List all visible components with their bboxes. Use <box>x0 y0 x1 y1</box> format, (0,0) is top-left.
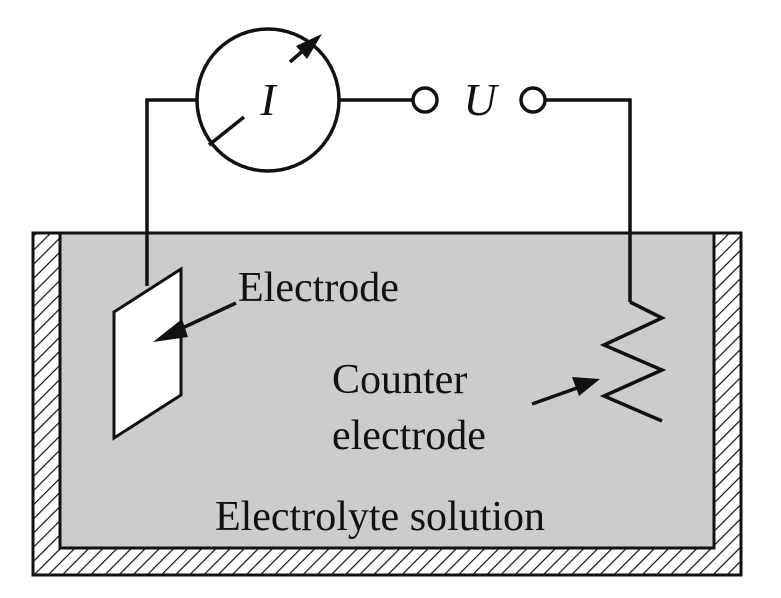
voltage-source: U <box>411 74 547 125</box>
wire-left <box>145 98 196 286</box>
circuit-wires <box>145 98 632 302</box>
arrow-icon <box>531 377 600 406</box>
terminal-icon <box>411 86 439 114</box>
counter-electrode-label-line2: electrode <box>332 413 486 459</box>
counter-electrode-coil <box>599 300 667 423</box>
voltage-symbol: U <box>463 74 499 125</box>
wire-right <box>545 98 632 302</box>
arrow-icon <box>153 301 237 342</box>
electrode-plate <box>112 266 183 441</box>
electrode <box>112 266 183 441</box>
ammeter-needle-arrowhead <box>296 34 322 59</box>
ammeter-circle <box>195 27 341 173</box>
terminal-icon <box>519 86 547 114</box>
ammeter-icon: I <box>195 27 341 173</box>
counter-electrode-label-line1: Counter <box>332 357 467 403</box>
electrode-label: Electrode <box>238 265 399 311</box>
ammeter-needle-tail <box>207 115 246 147</box>
electrolyte-solution-label: Electrolyte solution <box>215 494 545 540</box>
current-symbol: I <box>259 74 278 125</box>
counter-electrode <box>599 300 667 423</box>
